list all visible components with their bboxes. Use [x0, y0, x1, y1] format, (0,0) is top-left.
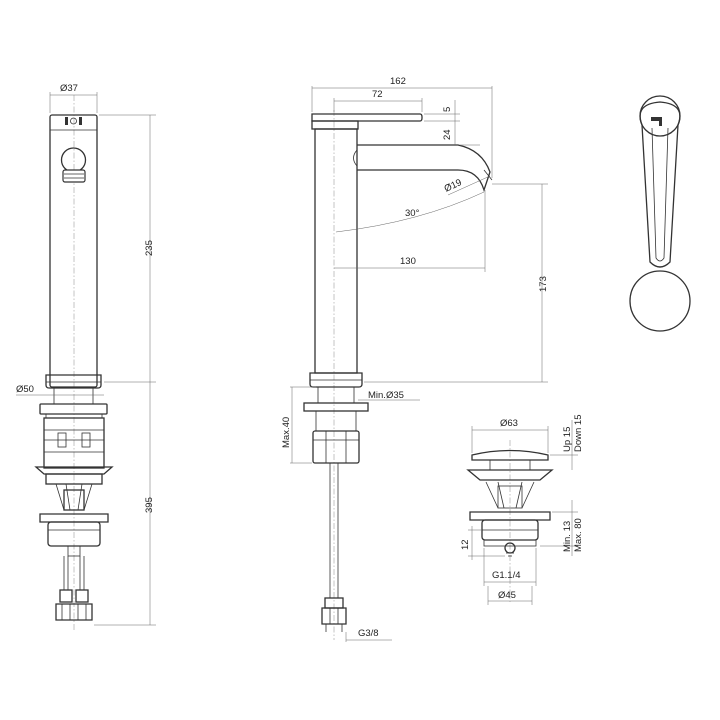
- dim-waste-head: Ø63: [500, 418, 518, 429]
- dim-waste-up: Up 15: [562, 427, 573, 452]
- dim-min-hole: Min.Ø35: [368, 390, 404, 401]
- dim-side-lever-height: 24: [442, 129, 453, 140]
- waste-view: Ø63 Up 15 Down 15 Min. 13 Max. 80 12 G1.…: [460, 415, 584, 605]
- dim-front-lower: 395: [144, 497, 155, 513]
- dim-spout-angle: 30°: [405, 208, 420, 219]
- dim-side-lever-offset: 5: [442, 107, 453, 112]
- top-view: [629, 95, 691, 332]
- dim-side-total: 162: [390, 76, 406, 87]
- dim-front-height: 235: [144, 240, 155, 256]
- dim-waste-min: Min. 13: [562, 521, 573, 552]
- dim-outlet-height: 173: [538, 276, 549, 292]
- dim-waste-down: Down 15: [573, 415, 584, 453]
- dim-waste-max: Max. 80: [573, 518, 584, 552]
- dim-side-lever: 72: [372, 89, 383, 100]
- dim-waste-thread: G1.1/4: [492, 570, 521, 581]
- dim-max-thickness: Max.40: [281, 417, 292, 448]
- dim-outlet-diameter: Ø19: [443, 177, 464, 195]
- side-view: 162 72 5 24 Ø19 30° 130 173 Min.Ø35: [281, 76, 549, 642]
- dim-front-width: Ø37: [60, 83, 78, 94]
- dim-waste-offset: 12: [460, 539, 471, 550]
- dim-inlet-thread: G3/8: [358, 628, 379, 639]
- dim-spout-reach: 130: [400, 256, 416, 267]
- front-view: Ø37 235 395 Ø50: [16, 83, 156, 630]
- dim-waste-tail: Ø45: [498, 590, 516, 601]
- dim-front-base: Ø50: [16, 384, 34, 395]
